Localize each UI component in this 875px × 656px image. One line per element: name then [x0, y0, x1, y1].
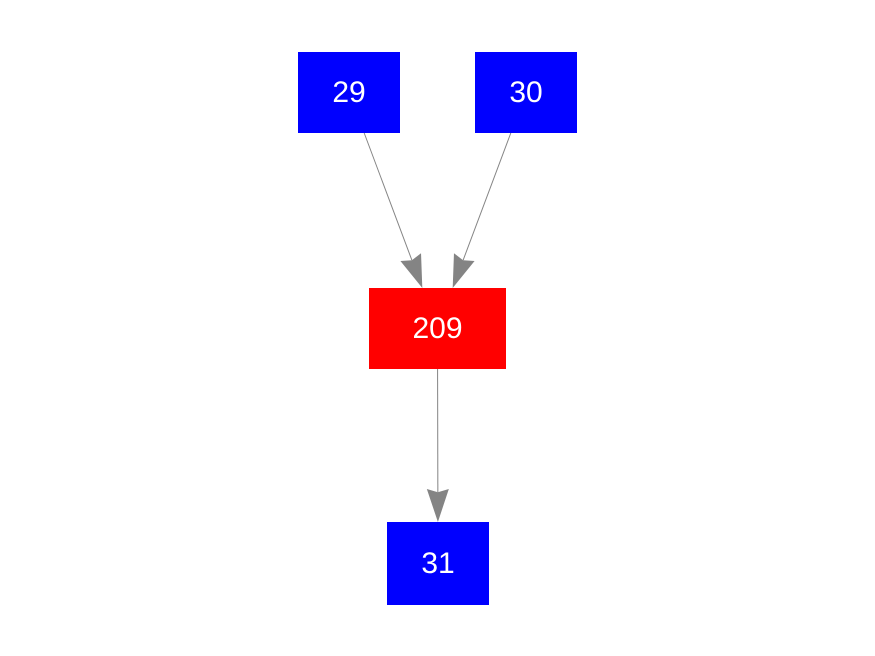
node-31-label: 31 [421, 546, 455, 580]
node-31[interactable]: 31 [387, 522, 489, 605]
node-209-label: 209 [412, 311, 463, 345]
edge-line-30-to-209 [462, 132, 512, 261]
edge-arrowhead-29-to-209 [400, 253, 423, 288]
node-30-label: 30 [509, 75, 543, 109]
edge-arrowhead-209-to-31 [426, 488, 449, 522]
node-30[interactable]: 30 [475, 52, 577, 133]
edge-arrowhead-30-to-209 [452, 253, 475, 288]
edge-line-29-to-209 [363, 132, 413, 261]
node-29[interactable]: 29 [298, 52, 400, 133]
node-209[interactable]: 209 [369, 288, 506, 369]
node-29-label: 29 [332, 75, 366, 109]
